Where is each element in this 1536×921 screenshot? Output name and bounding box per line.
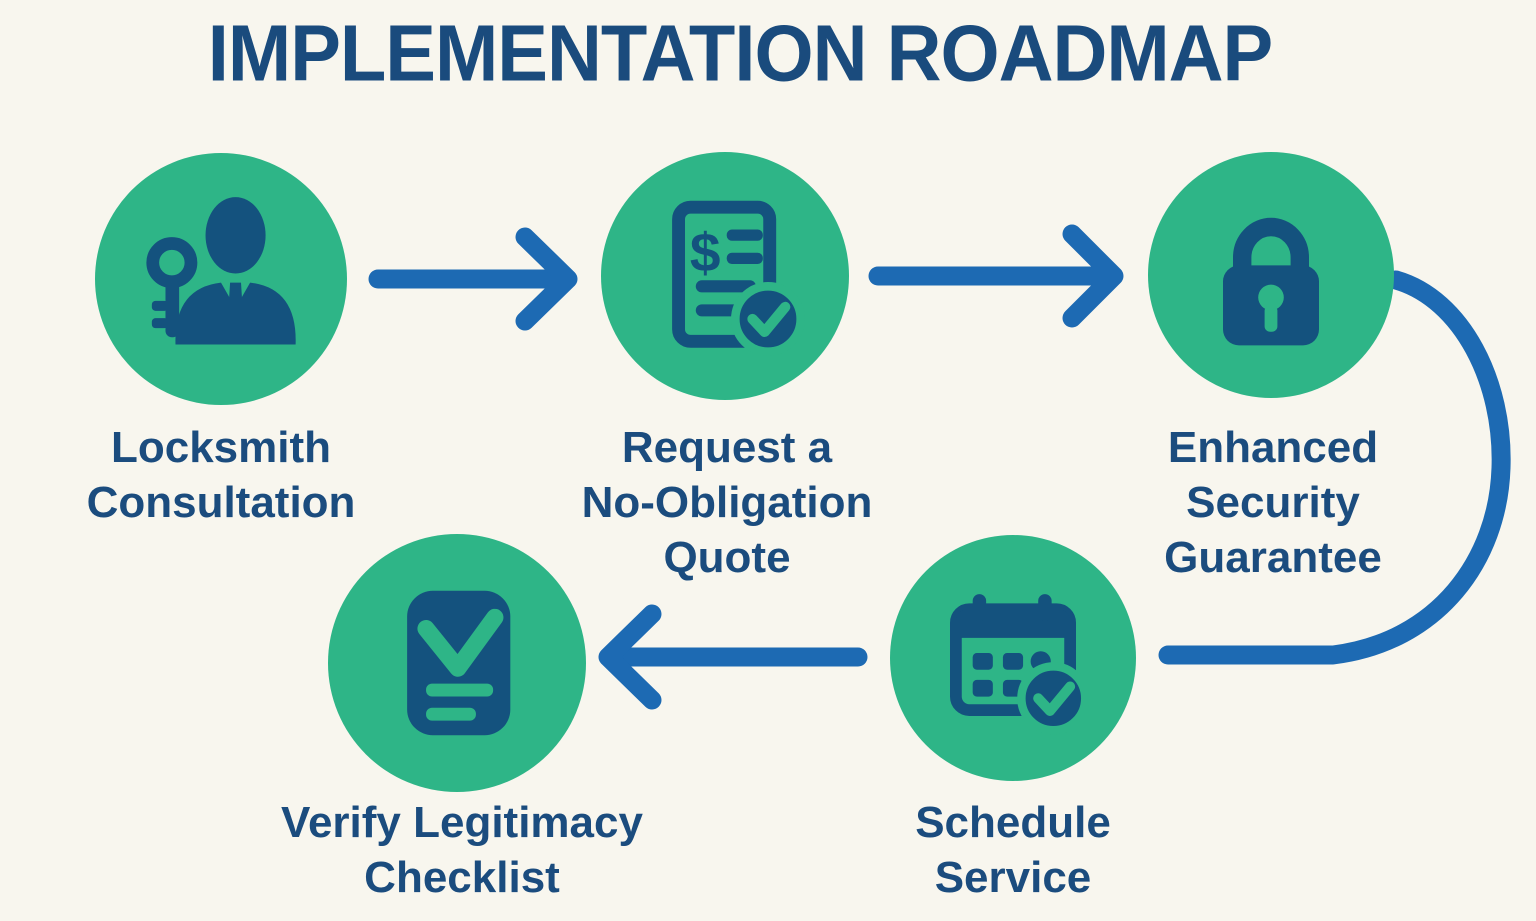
- step-label-request-quote: Request a No-Obligation Quote: [582, 420, 873, 585]
- checklist-card-icon: [407, 590, 511, 736]
- label-line: Security: [1186, 478, 1360, 527]
- label-line: Guarantee: [1164, 533, 1382, 582]
- step-circle-schedule-service: [890, 535, 1136, 781]
- label-line: Service: [934, 853, 1092, 902]
- label-line: Schedule: [915, 798, 1111, 847]
- label-line: Request a: [621, 423, 833, 472]
- step-circle-verify-legitimacy: [328, 534, 586, 792]
- step-label-locksmith-consultation: Locksmith Consultation: [87, 420, 356, 530]
- label-line: Consultation: [86, 478, 356, 527]
- arrow-step4-to-step5: [598, 604, 868, 710]
- label-line: Checklist: [364, 853, 560, 902]
- step-circle-request-quote: $: [601, 152, 849, 400]
- arrow-step1-to-step2: [368, 227, 578, 331]
- label-line: Locksmith: [110, 423, 332, 472]
- step-label-verify-legitimacy: Verify Legitimacy Checklist: [281, 795, 643, 905]
- step-circle-locksmith-consultation: [95, 153, 347, 405]
- label-line: Enhanced: [1167, 423, 1379, 472]
- calendar-check-icon: [950, 594, 1090, 735]
- label-line: Verify Legitimacy: [281, 798, 643, 847]
- arrow-step3-to-step4-curved: [1158, 270, 1511, 665]
- arrow-step2-to-step3: [868, 224, 1124, 328]
- svg-text:$: $: [690, 222, 721, 284]
- step-circle-enhanced-security: [1148, 152, 1394, 398]
- padlock-icon: [1223, 217, 1319, 346]
- page-title: IMPLEMENTATION ROADMAP: [207, 9, 1273, 99]
- label-line: No-Obligation: [581, 478, 873, 527]
- label-line: Quote: [663, 533, 791, 582]
- step-label-schedule-service: Schedule Service: [915, 795, 1111, 905]
- dollar-quote-document-check-icon: $: [672, 200, 805, 356]
- step-label-enhanced-security: Enhanced Security Guarantee: [1164, 420, 1382, 585]
- person-with-key-icon: [146, 197, 296, 345]
